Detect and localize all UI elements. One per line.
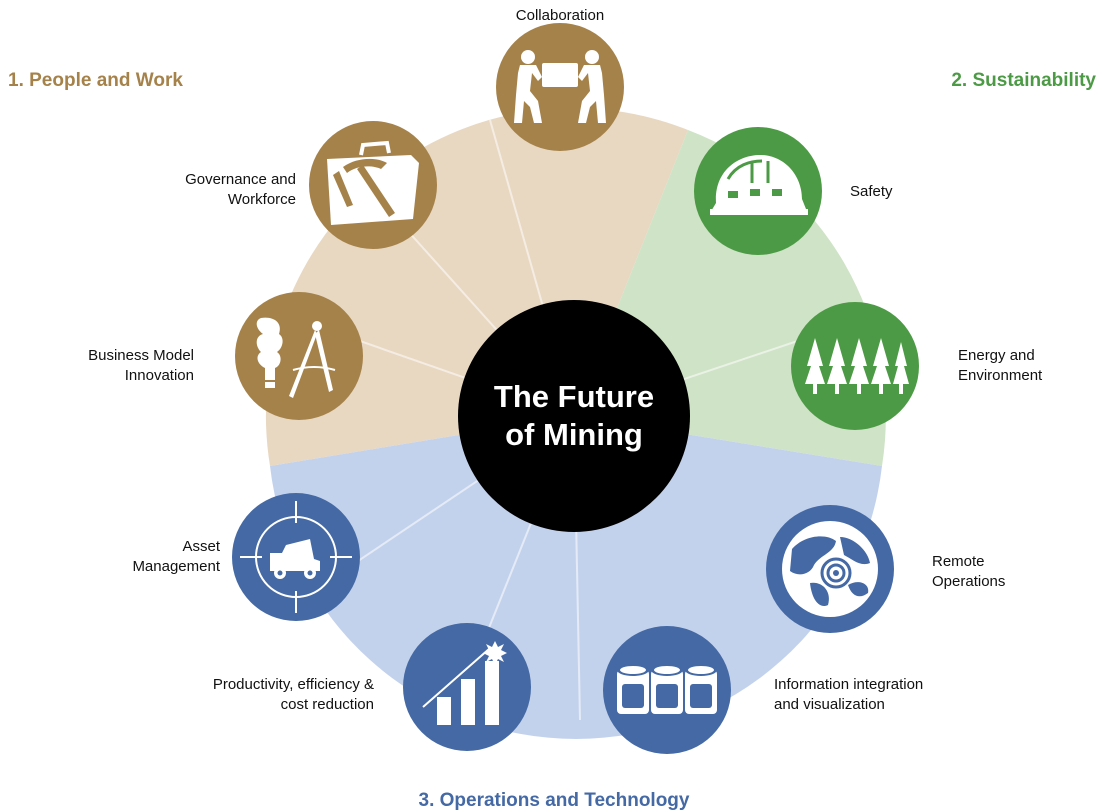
lightbulb-compass-icon — [256, 317, 336, 398]
truck-crosshair-icon — [240, 501, 352, 613]
asset-management-node[interactable] — [232, 493, 360, 621]
growth-bar-chart-icon — [422, 641, 507, 725]
globe-target-icon — [782, 521, 878, 617]
safety-node[interactable] — [694, 127, 822, 255]
group-title-operations: 3. Operations and Technology — [418, 790, 690, 811]
database-cylinders-icon — [617, 664, 717, 714]
center-circle — [458, 300, 690, 532]
energy-environment-node[interactable] — [791, 302, 919, 430]
label-safety: Safety — [850, 183, 893, 200]
center-title-line2: of Mining — [505, 417, 643, 452]
trees-icon — [805, 338, 909, 394]
label-collaboration: Collaboration — [515, 7, 605, 24]
label-asset-management: Asset Management — [132, 538, 220, 575]
label-governance-workforce: Governance and Workforce — [185, 171, 296, 208]
productivity-node[interactable] — [403, 623, 531, 751]
collaboration-node[interactable] — [496, 23, 624, 151]
label-remote-operations: Remote Operations — [932, 553, 1006, 590]
center-title-line1: The Future — [493, 379, 655, 414]
business-model-innovation-node[interactable] — [235, 292, 363, 420]
hard-hat-icon — [710, 155, 808, 215]
people-lifting-box-icon — [514, 50, 606, 123]
remote-operations-node[interactable] — [766, 505, 894, 633]
briefcase-pickaxe-icon — [327, 140, 419, 225]
center-title: The Future of Mining — [458, 300, 690, 532]
governance-workforce-node[interactable] — [309, 121, 437, 249]
label-energy-environment: Energy and Environment — [958, 347, 1043, 384]
group-title-sustainability: 2. Sustainability — [951, 70, 1096, 91]
label-information-integration: Information integration and visualizatio… — [774, 676, 924, 713]
label-productivity: Productivity, efficiency & cost reductio… — [212, 676, 374, 713]
group-title-people: 1. People and Work — [8, 70, 183, 91]
information-integration-node[interactable] — [603, 626, 731, 754]
label-business-model-innovation: Business Model Innovation — [88, 347, 194, 384]
